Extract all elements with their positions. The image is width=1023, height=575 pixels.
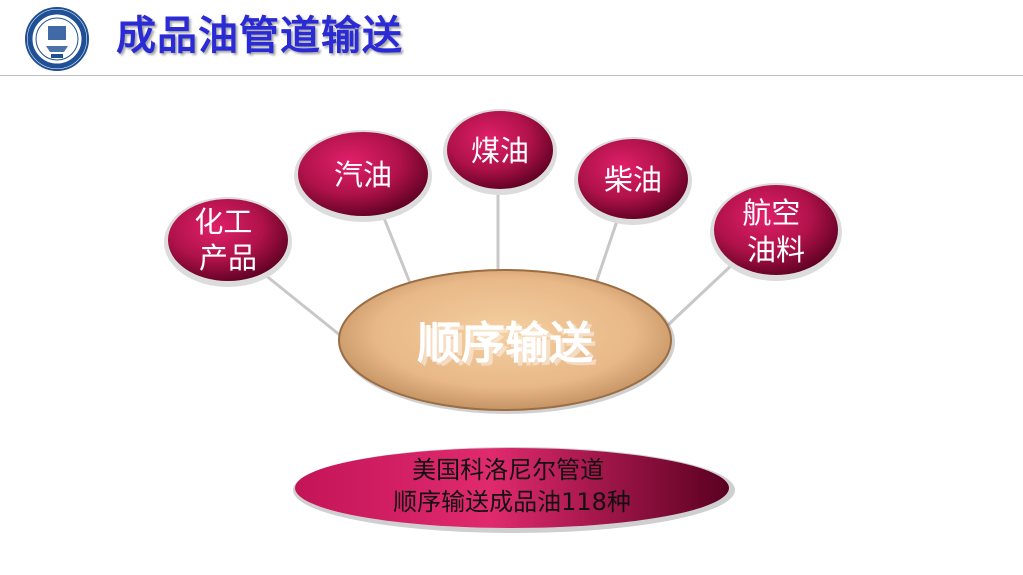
center-node: 顺序输送 顺序输送 <box>338 269 675 414</box>
svg-text:航空 油料: 航空 油料 <box>742 196 809 267</box>
svg-text:化工 产品: 化工 产品 <box>194 205 261 275</box>
svg-text:美国科洛尼尔管道 顺序输送成品油118种: 美国科洛尼尔管道 顺序输送成品油118种 <box>393 456 631 516</box>
product-node-diesel: 柴油 <box>574 137 692 225</box>
product-label-line: 产品 <box>199 241 257 275</box>
connector-gasoline <box>382 217 412 284</box>
product-node-chemical: 化工 产品 <box>164 197 292 287</box>
note-line: 美国科洛尼尔管道 <box>412 456 604 484</box>
connector-aviation <box>666 260 737 327</box>
product-label-line: 油料 <box>747 233 805 267</box>
header-divider <box>0 75 1023 76</box>
svg-text:汽油: 汽油 <box>334 158 392 192</box>
product-node-kerosene: 煤油 <box>443 109 557 195</box>
note-banner: 美国科洛尼尔管道 顺序输送成品油118种 <box>293 447 735 533</box>
svg-text:顺序输送: 顺序输送 <box>421 321 597 372</box>
product-label-line: 化工 <box>194 205 252 239</box>
product-node-gasoline: 汽油 <box>294 130 432 222</box>
connector-chemical <box>253 264 347 342</box>
page-title: 成品油管道输送 <box>116 13 403 59</box>
svg-text:煤油: 煤油 <box>471 134 529 168</box>
product-label-line: 汽油 <box>334 158 392 192</box>
svg-text:柴油: 柴油 <box>604 163 662 197</box>
connector-diesel <box>594 217 620 284</box>
connector-lines <box>253 193 737 342</box>
center-label: 顺序输送 <box>417 318 593 369</box>
product-label-line: 煤油 <box>471 134 529 168</box>
product-label-line: 航空 <box>742 196 800 230</box>
note-line: 顺序输送成品油118种 <box>393 488 631 516</box>
product-node-aviation: 航空 油料 <box>710 183 842 281</box>
product-label-line: 柴油 <box>604 163 662 197</box>
university-seal-icon <box>24 6 90 72</box>
